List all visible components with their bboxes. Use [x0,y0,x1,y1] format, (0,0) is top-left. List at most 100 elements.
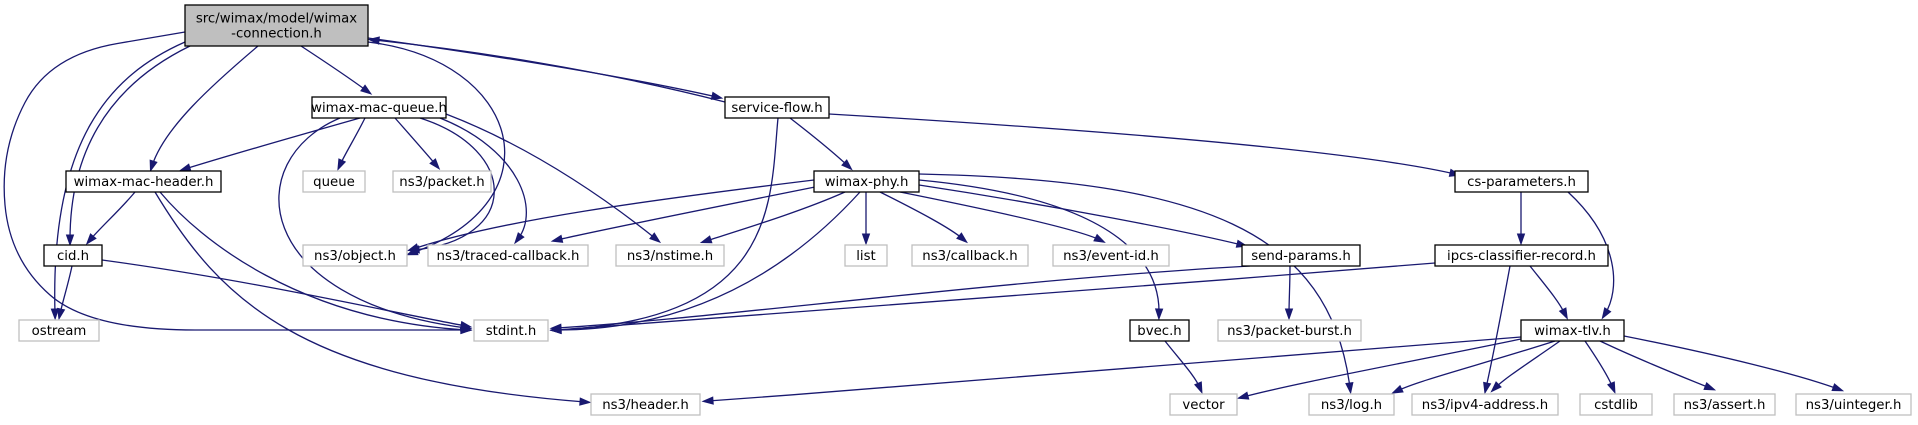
edge-arrowhead [1516,233,1526,246]
node-box [43,244,103,267]
node-wimax-mac-queue[interactable]: wimax-mac-queue.h [311,96,447,119]
edge-root-to-ns3-object [367,41,506,256]
node-label: ostream [32,324,87,339]
node-label: cid.h [57,249,89,264]
edge-arrowhead [360,84,373,95]
node-box [724,96,830,119]
node-label: wimax-mac-header.h [74,175,214,190]
edge-wimax-mac-queue-to-stdint [278,117,473,332]
edge-arrowhead [1703,382,1717,391]
edge-line [439,117,527,240]
edge-arrowhead [1831,383,1845,392]
edge-wimax-tlv-to-ns3-log [1391,340,1556,394]
edge-wimax-mac-header-to-cid [85,191,136,246]
node-ns3-event-id: ns3/event-id.h [1052,244,1170,267]
edge-line [1567,191,1615,315]
node-label: wimax-mac-queue.h [311,101,447,116]
edge-arrowhead [1345,382,1354,395]
node-ipcs-classifier-record[interactable]: ipcs-classifier-record.h [1434,244,1609,267]
node-wimax-phy[interactable]: wimax-phy.h [813,170,920,193]
node-box [844,244,888,267]
edge-line [413,117,495,251]
edge-arrowhead [1093,233,1106,243]
node-label: ipcs-classifier-record.h [1447,249,1596,264]
edge-arrowhead [550,234,564,243]
node-box [184,4,369,47]
edge-line [300,45,368,92]
edge-wimax-mac-queue-to-queue [337,117,366,171]
node-label: wimax-tlv.h [1534,324,1611,339]
edge-arrowhead [1391,384,1404,394]
edge-service-flow-to-root [367,36,726,103]
node-box [311,96,447,119]
node-label: src/wimax/model/wimax [196,12,357,27]
node-ns3-ipv4-address: ns3/ipv4-address.h [1411,393,1559,416]
edge-line [555,117,779,331]
node-service-flow[interactable]: service-flow.h [724,96,830,119]
edge-root-to-service-flow [367,37,724,100]
edge-wimax-mac-queue-to-wimax-mac-header [178,117,361,172]
edge-wimax-tlv-to-vector [1236,338,1522,400]
edge-arrowhead [710,91,724,100]
edge-arrowhead [1284,308,1294,321]
node-bvec[interactable]: bvec.h [1129,319,1190,342]
node-cid[interactable]: cid.h [43,244,103,267]
edge-root-to-cid [65,45,191,247]
edge-service-flow-to-cs-parameters [828,113,1462,177]
node-wimax-tlv[interactable]: wimax-tlv.h [1520,319,1625,342]
edge-arrowhead [956,232,968,244]
edge-arrowhead [50,308,60,321]
node-box [1520,319,1625,342]
edge-cid-to-stdint [101,259,473,330]
node-label: ns3/object.h [314,249,396,264]
edge-root-to-wimax-mac-queue [300,45,373,95]
node-box [615,244,725,267]
node-cs-parameters[interactable]: cs-parameters.h [1454,170,1589,193]
edge-line [555,262,1436,331]
edge-wimax-phy-to-ns3-traced-callback [550,185,821,243]
edge-wimax-tlv-to-ns3-uinteger [1623,335,1845,392]
node-cstdlib: cstdlib [1579,393,1653,416]
edge-ipcs-classifier-record-to-stdint [549,262,1436,334]
edge-wimax-phy-to-bvec [918,179,1164,321]
node-ns3-log: ns3/log.h [1308,393,1395,416]
node-box [1434,244,1609,267]
edge-arrowhead [514,232,525,245]
edge-line [1494,340,1561,389]
edge-line [278,117,467,329]
edge-line [151,45,259,167]
node-box [911,244,1029,267]
node-send-params[interactable]: send-params.h [1241,244,1361,267]
edge-line [555,265,1251,329]
edge-arrowhead [1490,381,1502,393]
node-label: ns3/log.h [1321,398,1382,413]
node-label: vector [1182,398,1225,413]
edge-wimax-tlv-to-ns3-header [701,336,1522,405]
edge-line [555,191,861,331]
node-box [1129,319,1190,342]
edge-arrowhead [429,158,441,170]
node-label: ns3/ipv4-address.h [1422,398,1548,413]
edge-line [899,191,1101,241]
node-box [590,393,701,416]
edge-line [69,45,191,241]
edge-send-params-to-ns3-packet-burst [1284,265,1294,321]
edge-arrowhead [841,159,853,171]
node-ns3-nstime: ns3/nstime.h [615,244,725,267]
edge-line [394,117,437,166]
edge-bvec-to-vector [1164,340,1203,395]
node-box [1579,393,1653,416]
edge-arrowhead [1194,381,1203,395]
edge-line [184,117,361,170]
node-label: ns3/packet-burst.h [1227,324,1352,339]
node-wimax-mac-header[interactable]: wimax-mac-header.h [65,170,222,193]
node-box [1241,244,1361,267]
edge-wimax-phy-to-send-params [918,184,1249,248]
node-root[interactable]: src/wimax/model/wimax-connection.h [184,4,369,47]
edge-wimax-mac-queue-to-ns3-nstime [445,113,662,244]
edge-wimax-tlv-to-cstdlib [1584,340,1616,395]
node-label: stdint.h [486,324,537,339]
edge-arrowhead [861,233,871,246]
edge-line [918,179,1160,315]
